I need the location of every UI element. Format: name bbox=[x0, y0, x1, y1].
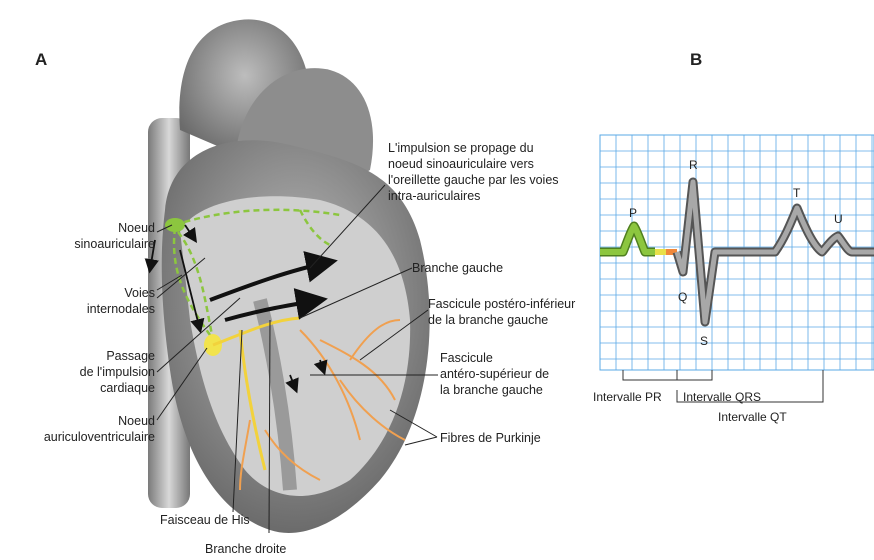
label-anterior-fascicle: Fascicule antéro-supérieur de la branche… bbox=[440, 350, 549, 398]
interval-pr-label: Intervalle PR bbox=[593, 390, 662, 404]
wave-label-p: P bbox=[629, 206, 637, 220]
interval-qt-label: Intervalle QT bbox=[718, 410, 787, 424]
wave-label-q: Q bbox=[678, 290, 687, 304]
label-posterior-fascicle: Fascicule postéro-inférieur de la branch… bbox=[428, 296, 575, 328]
interval-qrs-label: Intervalle QRS bbox=[683, 390, 761, 404]
wave-label-u: U bbox=[834, 212, 843, 226]
label-purkinje-fibers: Fibres de Purkinje bbox=[440, 430, 541, 446]
wave-label-t: T bbox=[793, 186, 800, 200]
sinoatrial-node bbox=[165, 218, 185, 232]
wave-label-r: R bbox=[689, 158, 698, 172]
label-bundle-of-his: Faisceau de His bbox=[160, 512, 250, 528]
wave-label-s: S bbox=[700, 334, 708, 348]
label-atrioventricular-node: Noeud auriculoventriculaire bbox=[0, 413, 155, 445]
label-impulse-propagation: L'impulsion se propage du noeud sinoauri… bbox=[388, 140, 588, 204]
label-impulse-passage: Passage de l'impulsion cardiaque bbox=[40, 348, 155, 396]
label-left-bundle-branch: Branche gauche bbox=[412, 260, 503, 276]
label-internodal-pathways: Voies internodales bbox=[40, 285, 155, 317]
label-sinoatrial-node: Noeud sinoauriculaire bbox=[40, 220, 155, 252]
label-right-bundle-branch: Branche droite bbox=[205, 541, 286, 557]
